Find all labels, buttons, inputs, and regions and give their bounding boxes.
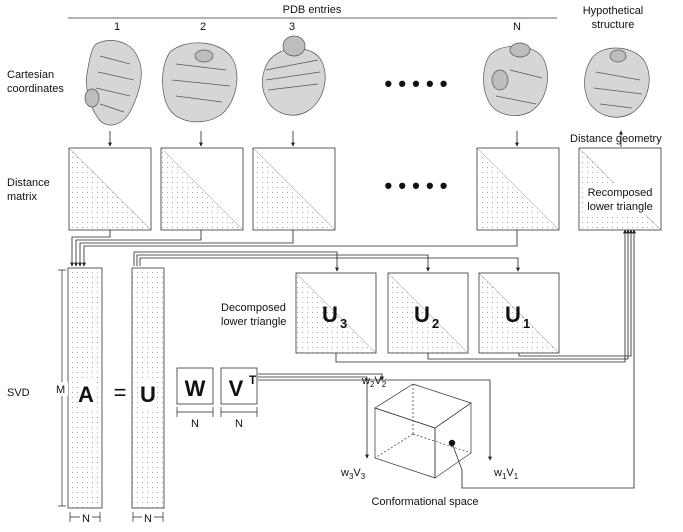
protein-structure-2 [162, 42, 238, 123]
protein-structure-1 [84, 40, 142, 126]
label-lower-triangle: lower triangle [221, 316, 286, 328]
axis-w1v1: w1V1 [493, 467, 519, 481]
distance-matrix-2 [160, 147, 244, 231]
u3-letter: U [322, 302, 338, 327]
u-letter: U [140, 382, 156, 407]
recomposed-label-1: Recomposed [588, 187, 653, 199]
protein-structure-hypothetical [584, 47, 650, 118]
matrix-w: W [176, 367, 214, 405]
decomposed-u3: U 3 [295, 272, 377, 354]
a-letter: A [78, 382, 94, 407]
axis-w2v2: w2V2 [361, 375, 387, 389]
matrix-u: U [131, 267, 165, 509]
label-distance: Distance [7, 177, 50, 189]
vt-to-axes-connectors [258, 373, 492, 461]
distance-geometry-label: Distance geometry [570, 133, 662, 145]
entry-index-3: 3 [289, 21, 295, 33]
distance-matrix-1 [68, 147, 152, 231]
matrix-to-a-connectors [70, 230, 518, 267]
pdb-entries-title: PDB entries [283, 4, 342, 16]
ellipsis-matrices: • • • • • [385, 173, 448, 198]
structure-to-matrix-arrows [108, 131, 519, 147]
u3-subscript: 3 [340, 316, 347, 331]
distance-matrix-3 [252, 147, 336, 231]
ellipsis-structures: • • • • • [385, 71, 448, 96]
u-to-decomposed-connectors [133, 251, 520, 272]
entry-index-n: N [513, 21, 521, 33]
decomposed-to-recomposed-connectors [335, 229, 636, 489]
equals-sign: = [114, 380, 127, 405]
conformational-cube [374, 383, 472, 479]
dimension-m-label: M [56, 384, 65, 396]
distance-matrix-n [476, 147, 560, 231]
w-letter: W [185, 376, 206, 401]
label-svd: SVD [7, 387, 30, 399]
protein-structure-n [483, 42, 548, 116]
v-letter: V [229, 376, 244, 401]
hypothetical-title-2: structure [592, 19, 635, 31]
axis-w3v3: w3V3 [340, 467, 366, 481]
dimension-n-v: N [235, 418, 243, 430]
transpose-t: T [249, 373, 257, 387]
conformational-space-label: Conformational space [371, 496, 478, 508]
decomposed-u2: U 2 [387, 272, 469, 354]
u1-subscript: 1 [523, 316, 530, 331]
entry-index-2: 2 [200, 21, 206, 33]
dimension-n-a: N [82, 513, 90, 525]
matrix-vt: V T [220, 367, 258, 405]
u1-letter: U [505, 302, 521, 327]
recomposed-matrix: Recomposed lower triangle [578, 147, 662, 231]
dimension-n-w: N [191, 418, 199, 430]
label-cartesian: Cartesian [7, 69, 54, 81]
label-coordinates: coordinates [7, 83, 64, 95]
point-drop-line [451, 442, 463, 471]
dimension-n-markers [69, 407, 258, 522]
label-decomposed: Decomposed [221, 302, 286, 314]
dimension-n-u: N [144, 513, 152, 525]
hypothetical-title-1: Hypothetical [583, 5, 644, 17]
entry-index-1: 1 [114, 21, 120, 33]
decomposed-u1: U 1 [478, 272, 560, 354]
u2-subscript: 2 [432, 316, 439, 331]
matrix-a: A [67, 267, 103, 509]
recomposed-label-2: lower triangle [587, 201, 652, 213]
label-matrix: matrix [7, 191, 37, 203]
u2-letter: U [414, 302, 430, 327]
protein-structure-3 [262, 35, 326, 116]
